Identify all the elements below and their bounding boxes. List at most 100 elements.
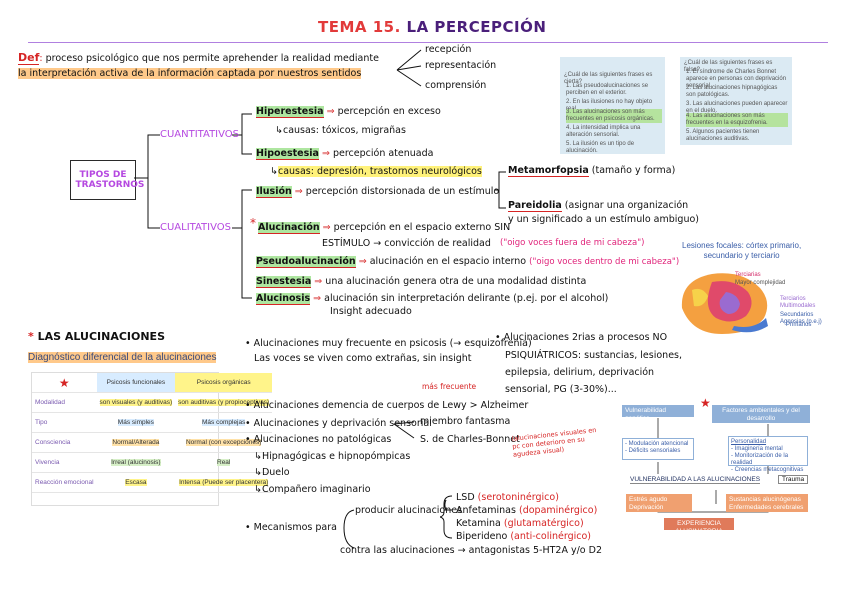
pareidolia-desc1: (asignar una organización <box>564 200 689 211</box>
note-hipnagogicas-text: Hipnagógicas e hipnopómpicas <box>261 451 411 462</box>
branch-recepcion: recepción <box>425 44 472 55</box>
table-corner: ★ <box>32 373 97 393</box>
right-note-2: PSIQUIÁTRICOS: sustancias, lesiones, <box>505 350 683 361</box>
branch-representacion: representación <box>425 60 497 71</box>
table-col-0: Psicosis funcionales <box>96 373 176 393</box>
metamorfopsia-desc: (tamaño y forma) <box>591 165 676 176</box>
brain-figure <box>681 273 768 334</box>
drug-anfetaminas-note: (dopaminérgico) <box>518 505 598 516</box>
table-cell-text: Irreal (alucinosis) <box>111 459 161 466</box>
hipoestesia-causas-text: causas: depresión, trastornos neurológic… <box>277 166 482 177</box>
quiz1-question: ¿Cuál de las siguientes frases es cierta… <box>564 72 653 85</box>
node-left-list: - Modulación atencional - Déficits senso… <box>622 438 694 460</box>
diagnostico-subheader-text: Diagnóstico diferencial de la alucinacio… <box>28 352 217 363</box>
table-row: Consciencia Normal/Alterada Normal (con … <box>32 432 273 453</box>
table-cell: son visuales (y auditivas) <box>96 392 176 413</box>
note-no-patologicas-text: Alucinaciones no patológicas <box>253 434 392 445</box>
table-header-row: ★ Psicosis funcionales Psicosis orgánica… <box>32 373 273 393</box>
table-cell-text: son auditivas (y propioceptivas) <box>178 399 270 406</box>
quiz2-option-4: 4. Las alucinaciones son más frecuentes … <box>686 113 788 127</box>
mecanismos-label-text: Mecanismos para <box>253 522 337 533</box>
hiperestesia-causas-text: causas: tóxicos, migrañas <box>282 125 406 136</box>
model-connectors <box>657 418 769 513</box>
metamorfopsia-row: Metamorfopsia (tamaño y forma) <box>508 165 675 177</box>
quiz-image-2: ¿Cuál de las siguientes frases es falsa?… <box>680 57 792 145</box>
lesiones-title-1: Lesiones focales: córtex primario, <box>682 241 802 250</box>
drug-anfetaminas: Anfetaminas (dopaminérgico) <box>456 505 597 517</box>
note-companero: ↳Compañero imaginario <box>254 484 371 495</box>
mecanismos-contra: contra las alucinaciones → antagonistas … <box>340 545 602 556</box>
quiz1-option-4: 4. La intensidad implica una alteración … <box>566 125 641 138</box>
brain-label-2: Terciarios Multimodales <box>780 296 816 309</box>
alucinacion-star: * <box>250 216 256 230</box>
note-voces: Las voces se viven como extrañas, sin in… <box>254 353 472 364</box>
sinestesia-row: Sinestesia ⇒ una alucinación genera otra… <box>256 276 587 288</box>
hiperestesia-row: Hiperestesia ⇒ percepción en exceso <box>256 106 441 118</box>
table-cell-text: Normal/Alterada <box>112 439 160 446</box>
definition-text2: la interpretación activa de la informaci… <box>18 68 362 79</box>
drug-ketamina: Ketamina (glutamatérgico) <box>456 518 584 530</box>
table-cell-text: Escasa <box>125 479 147 486</box>
quiz2-question: ¿Cuál de las siguientes frases es falsa? <box>684 60 773 73</box>
right-note-1: • Alucinaciones 2rias a procesos NO <box>495 332 668 343</box>
definition-line2: la interpretación activa de la informaci… <box>18 68 362 80</box>
note-charles-detail: (alucinaciones visuales en pc con deteri… <box>510 425 597 459</box>
alucinosis-term: Alucinosis <box>256 293 311 305</box>
pareidolia-desc2: y un significado a un estímulo ambiguo) <box>508 214 699 225</box>
node-sustancias: Sustancias alucinógenas Enfermedades cer… <box>726 494 808 512</box>
node-factores: Factores ambientales y del desarrollo <box>712 405 810 423</box>
pers-list-2: - Monitorización de la realidad <box>731 453 789 466</box>
table-row: Reacción emocional Escasa Intensa (Puede… <box>32 472 273 493</box>
quiz1-option-1: 1. Las pseudoalucinaciones se perciben e… <box>566 83 649 96</box>
note-charles: S. de Charles-Bonnet <box>420 434 520 445</box>
brain-label-1: Mayor complejidad <box>735 280 786 286</box>
cualitativos-label: CUALITATIVOS <box>160 222 232 233</box>
table-cell: Más complejas <box>175 412 273 433</box>
page-title: TEMA 15. LA PERCEPCIÓN <box>318 18 546 36</box>
model-star: ★ <box>700 396 711 410</box>
mecanismos-contra-text: contra las alucinaciones <box>340 545 455 556</box>
note-duelo-text: Duelo <box>261 467 290 478</box>
pers-title: Personalidad <box>731 439 767 445</box>
note-no-patologicas: • Alucinaciones no patológicas <box>245 434 392 445</box>
diagnostico-table-wrap: ★ Psicosis funcionales Psicosis orgánica… <box>31 372 273 506</box>
drug-lsd: LSD (serotoninérgico) <box>456 492 559 504</box>
left-list-2: - Déficits sensoriales <box>625 448 681 454</box>
note-duelo: ↳Duelo <box>254 467 290 478</box>
drug-biperideno-name: Biperideno <box>456 531 508 542</box>
table-cell-text: son visuales (y auditivas) <box>99 399 173 406</box>
pseudo-note: ("oigo voces dentro de mi cabeza") <box>529 257 680 267</box>
table-cell: Más simples <box>96 412 176 433</box>
hipoestesia-causas: ↳causas: depresión, trastornos neurológi… <box>270 166 482 177</box>
mecanismos-producir: producir alucinaciones <box>355 505 463 516</box>
hipoestesia-term: Hipoestesia <box>256 148 319 160</box>
cuantitativos-label: CUANTITATIVOS <box>160 129 240 140</box>
alucinacion-row: Alucinación ⇒ percepción en el espacio e… <box>258 222 511 234</box>
note-deprivacion: • Alucinaciones y deprivación sensorial <box>245 418 432 429</box>
mecanismos-label: • Mecanismos para <box>245 522 337 533</box>
drug-ketamina-name: Ketamina <box>456 518 501 529</box>
note-psicosis: • Alucinaciones muy frecuente en psicosi… <box>245 338 532 349</box>
hipoestesia-row: Hipoestesia ⇒ percepción atenuada <box>256 148 434 160</box>
brain-label-4: Primarios <box>786 322 812 328</box>
table-row-label: Vivencia <box>32 452 97 473</box>
table-cell: Escasa <box>96 472 176 493</box>
node-trauma: Trauma <box>778 475 809 484</box>
mas-frecuente-label: más frecuente <box>422 382 477 391</box>
drug-ketamina-note: (glutamatérgico) <box>503 518 584 529</box>
table-cell: Intensa (Puede ser placentera) <box>175 472 273 493</box>
table-row: Tipo Más simples Más complejas <box>32 412 273 433</box>
branch-comprension: comprensión <box>425 80 487 91</box>
sinestesia-term: Sinestesia <box>256 276 312 288</box>
drug-lsd-note: (serotoninérgico) <box>477 492 559 503</box>
pareidolia-row: Pareidolia (asignar una organización <box>508 200 688 212</box>
right-note-1-text: Alucinaciones 2rias a procesos NO <box>503 332 668 343</box>
hiperestesia-causas: ↳causas: tóxicos, migrañas <box>275 125 406 136</box>
ilusion-term: Ilusión <box>256 186 292 198</box>
ilusion-desc: percepción distorsionada de un estímulo <box>305 186 500 197</box>
table-cell: Normal (con excepciones) <box>175 432 273 453</box>
hipoestesia-desc: percepción atenuada <box>332 148 434 159</box>
node-experiencia: EXPERIENCIA ALUCINATORIA <box>664 518 734 535</box>
alucinosis-row: Alucinosis ⇒ alucinación sin interpretac… <box>256 293 609 305</box>
table-cell: son auditivas (y propioceptivas) <box>175 392 273 413</box>
